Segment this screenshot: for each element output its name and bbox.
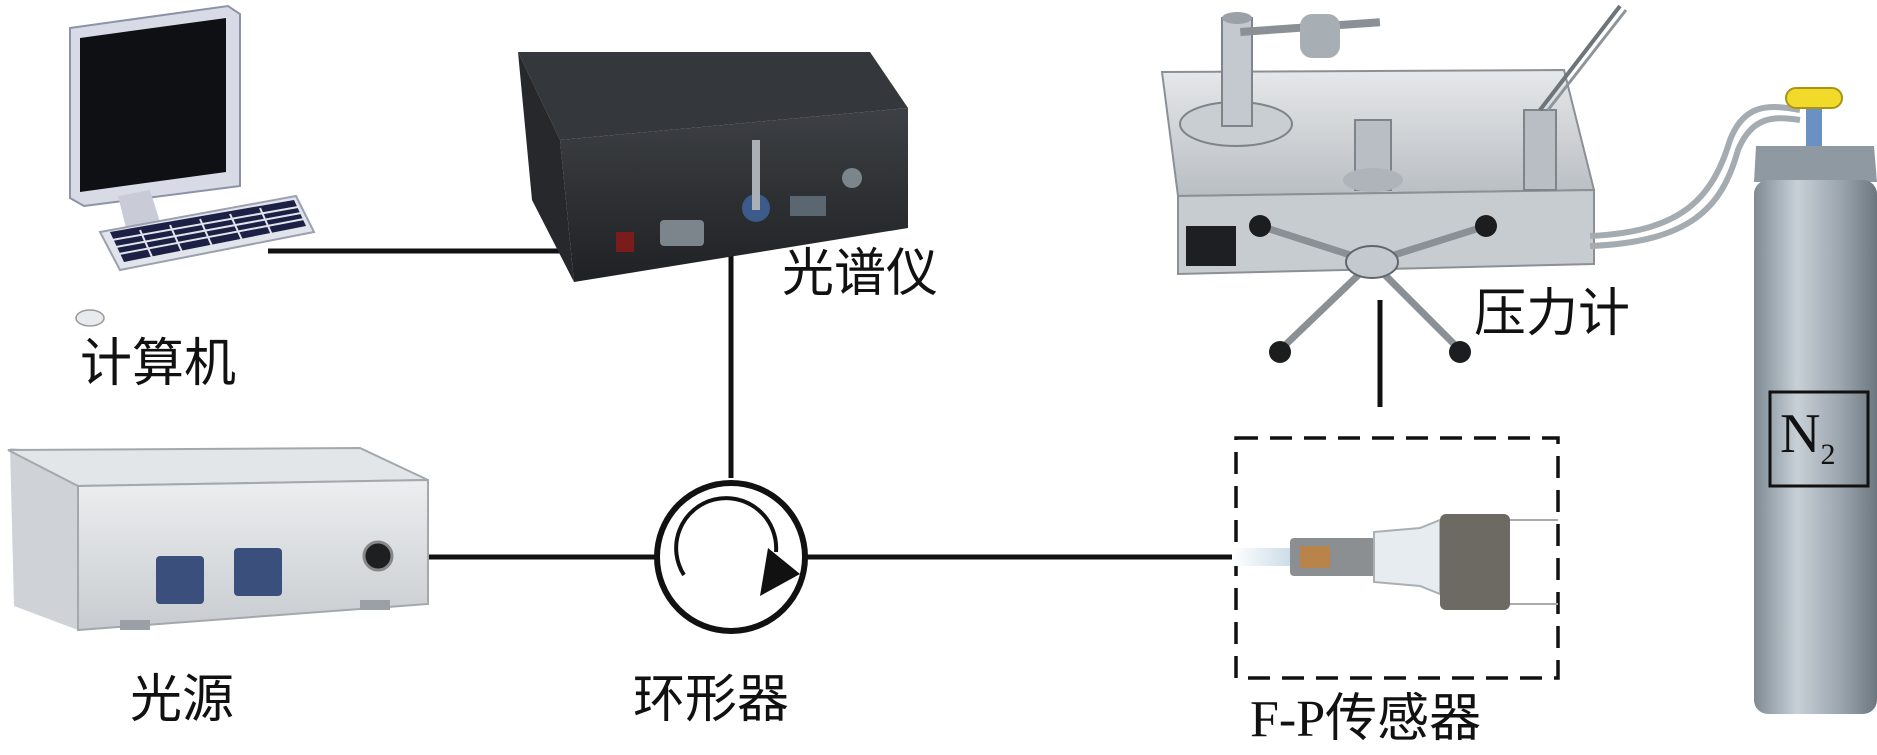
pressure-gauge-icon — [1160, 4, 1628, 363]
cylinder-label-box — [1768, 390, 1870, 488]
pressure-gauge-label: 压力计 — [1474, 284, 1631, 344]
spectrometer-icon — [518, 52, 908, 282]
gas-cylinder-icon — [1754, 87, 1877, 714]
circulator-icon — [654, 480, 808, 634]
fp-sensor-label: F-P传感器 — [1250, 691, 1482, 748]
fp-sensor-icon — [1232, 436, 1560, 680]
gas-hose — [1589, 104, 1801, 249]
fiber-port — [660, 140, 862, 246]
mouse-icon — [75, 309, 105, 327]
circulator-label: 环形器 — [633, 670, 790, 730]
computer-icon — [69, 4, 316, 327]
light-source-label: 光源 — [130, 670, 235, 730]
connection-lines — [268, 238, 1383, 560]
gas-label: N2 — [1780, 403, 1836, 472]
computer-label: 计算机 — [80, 334, 237, 394]
spectrometer-label: 光谱仪 — [782, 244, 939, 304]
light-source-icon — [7, 446, 429, 632]
